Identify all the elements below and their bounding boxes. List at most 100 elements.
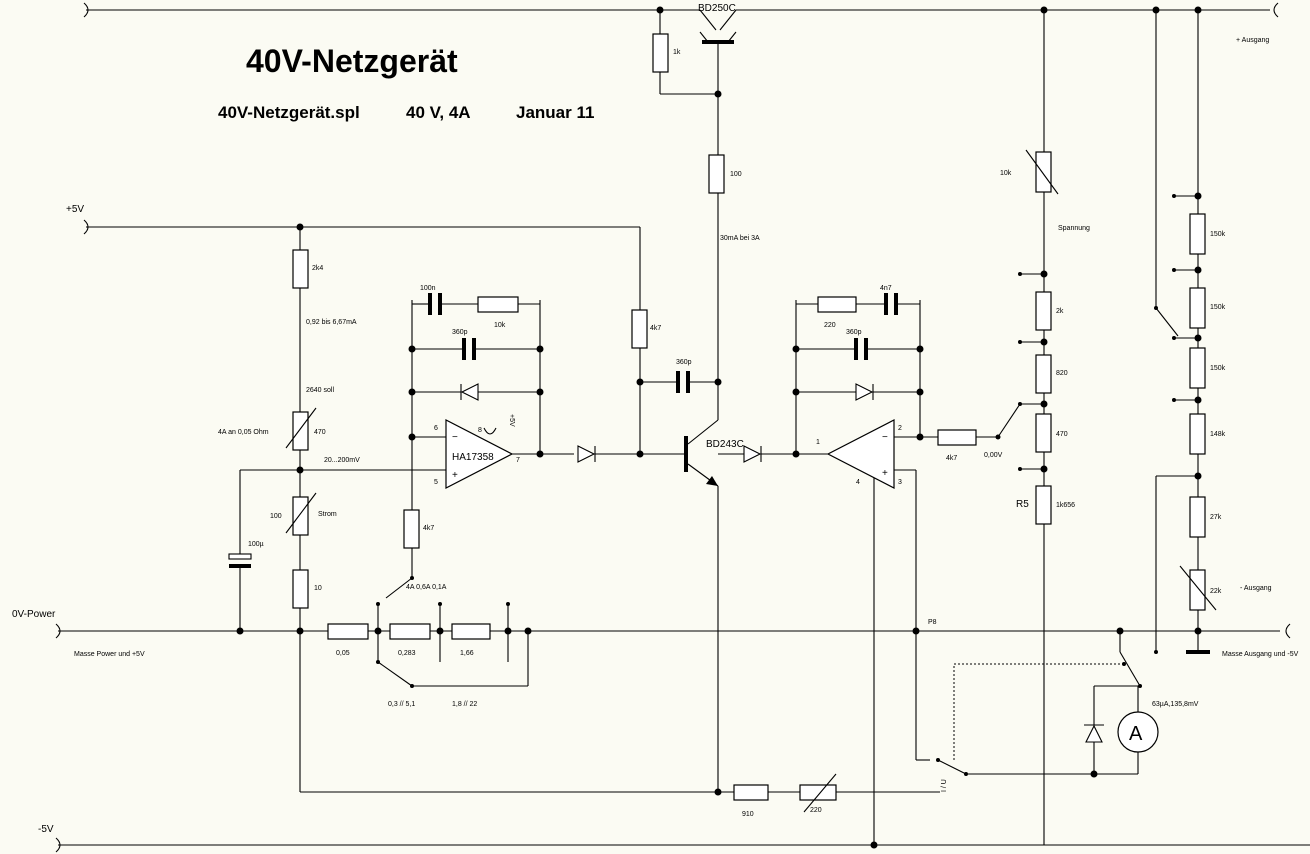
label-r2k: 2k <box>1056 308 1064 315</box>
note-soll: 2640 soll <box>306 387 334 394</box>
resistor-27k <box>1189 496 1206 538</box>
label-c100n: 100n <box>420 285 436 292</box>
label-bd250c: BD250C <box>698 3 736 14</box>
junction-dots <box>236 6 1202 849</box>
potentiometer-100-strom <box>292 496 309 536</box>
resistor-150k-2 <box>1189 287 1206 329</box>
resistor-10k-feedback <box>477 296 519 313</box>
label-r100-strom: 100 <box>270 513 282 520</box>
svg-text:+: + <box>452 470 458 481</box>
resistor-4k7-base <box>631 309 648 349</box>
label-masse-power: Masse Power und +5V <box>74 651 145 658</box>
potentiometer-10k <box>1035 151 1052 193</box>
potentiometer-470 <box>292 411 309 451</box>
label-r820: 820 <box>1056 370 1068 377</box>
svg-text:8: 8 <box>478 427 482 434</box>
label-r1-66: 1,66 <box>460 650 474 657</box>
resistor-148k <box>1189 413 1206 455</box>
svg-text:1: 1 <box>816 439 820 446</box>
resistor-0-05 <box>327 623 369 640</box>
label-ha17358: HA17358 <box>452 452 494 463</box>
label-opamp-supply: +5V <box>508 414 515 427</box>
label-r10k-pot: 10k <box>1000 170 1012 177</box>
subtitle-file: 40V-Netzgerät.spl <box>218 103 360 122</box>
rail-wires <box>58 9 1310 846</box>
label-r150k-3: 150k <box>1210 365 1226 372</box>
note-spannung: Spannung <box>1058 225 1090 232</box>
potentiometer-220 <box>799 784 837 801</box>
svg-text:4: 4 <box>856 479 860 486</box>
resistor-100 <box>708 154 725 194</box>
label-plus-out: + Ausgang <box>1236 37 1269 44</box>
label-r150k-1: 150k <box>1210 231 1226 238</box>
label-r148k: 148k <box>1210 431 1226 438</box>
resistor-2k <box>1035 291 1052 331</box>
resistor-4k7-range <box>403 509 420 549</box>
label-c4n7: 4n7 <box>880 285 892 292</box>
label-r4k7-c: 4k7 <box>423 525 434 532</box>
potentiometer-22k <box>1189 569 1206 611</box>
note-par2: 1,8 // 22 <box>452 701 477 708</box>
opamp-2 <box>826 419 895 489</box>
resistor-1k <box>652 33 669 73</box>
resistor-10 <box>292 569 309 609</box>
label-c360p-2: 360p <box>676 359 692 366</box>
label-r22k-pot: 22k <box>1210 588 1222 595</box>
diode-feedback-2 <box>855 383 874 401</box>
note-range-mv: 20...200mV <box>324 457 360 464</box>
svg-text:2: 2 <box>898 425 902 432</box>
resistor-820 <box>1035 354 1052 394</box>
subtitle-date: Januar 11 <box>516 103 594 122</box>
resistor-2k4 <box>292 249 309 289</box>
label-r10: 10 <box>314 585 322 592</box>
resistor-1-66 <box>451 623 491 640</box>
diode-series <box>577 445 596 463</box>
subtitle-spec: 40 V, 4A <box>406 103 471 122</box>
svg-text:3: 3 <box>898 479 902 486</box>
label-r0-283: 0,283 <box>398 650 416 657</box>
resistor-910 <box>733 784 769 801</box>
svg-text:+: + <box>882 468 888 479</box>
note-iu-switch: I / U <box>941 779 948 792</box>
svg-text:−: − <box>882 432 888 443</box>
label-r27k: 27k <box>1210 514 1222 521</box>
label-minus5v: -5V <box>38 824 54 835</box>
opamp-ha17358 <box>445 419 514 489</box>
label-plus5v: +5V <box>66 204 84 215</box>
label-c360p-1: 360p <box>452 329 468 336</box>
resistor-150k-3 <box>1189 347 1206 389</box>
label-r0-05: 0,05 <box>336 650 350 657</box>
diode-feedback-1 <box>460 383 479 401</box>
label-r2k4: 2k4 <box>312 265 323 272</box>
label-bd243c: BD243C <box>706 439 744 450</box>
label-r1k: 1k <box>673 49 681 56</box>
note-shunt: 4A an 0,05 Ohm <box>218 429 269 436</box>
label-zero-power: 0V-Power <box>12 609 56 620</box>
label-r1k656: 1k656 <box>1056 502 1075 509</box>
resistor-150k-1 <box>1189 213 1206 255</box>
label-minus-out: - Ausgang <box>1240 585 1272 592</box>
label-r910: 910 <box>742 811 754 818</box>
label-r470-pot: 470 <box>314 429 326 436</box>
svg-text:7: 7 <box>516 457 520 464</box>
transistor-bd243c <box>684 419 719 792</box>
transistor-bd250c <box>699 9 737 160</box>
terminal-symbols <box>55 2 1291 853</box>
diode-opamp2 <box>743 445 762 463</box>
resistor-220-feedback <box>817 296 857 313</box>
label-r220-pot: 220 <box>810 807 822 814</box>
ammeter-symbol: A <box>1129 723 1143 745</box>
note-par1: 0,3 // 5,1 <box>388 701 415 708</box>
label-r4k7-a: 4k7 <box>650 325 661 332</box>
svg-text:6: 6 <box>434 425 438 432</box>
note-meter: 63µA,135,8mV <box>1152 701 1199 708</box>
svg-text:5: 5 <box>434 479 438 486</box>
resistor-4k7-voltage <box>937 429 977 446</box>
label-r220-fb: 220 <box>824 322 836 329</box>
note-collector: 30mA bei 3A <box>720 235 760 242</box>
note-ranges: 4A 0,6A 0,1A <box>406 584 447 591</box>
capacitor-100u <box>228 553 252 560</box>
label-r150k-2: 150k <box>1210 304 1226 311</box>
note-strom: Strom <box>318 511 337 518</box>
